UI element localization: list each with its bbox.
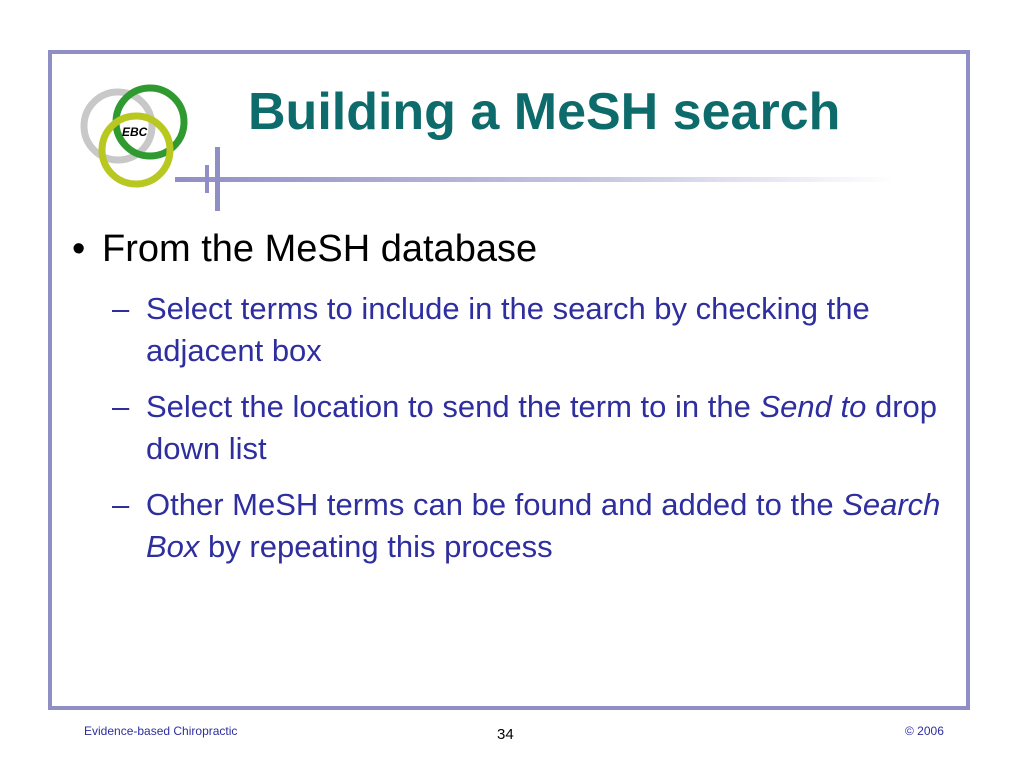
bullet-item: • From the MeSH database xyxy=(72,226,537,272)
sub-bullet-item: –Other MeSH terms can be found and added… xyxy=(112,484,942,568)
sub-bullet-emphasis: Search Box xyxy=(146,487,941,564)
sub-bullet-item: –Select terms to include in the search b… xyxy=(112,288,942,372)
bullet-marker: • xyxy=(72,228,86,270)
sub-bullet-marker: – xyxy=(112,389,130,424)
sub-bullet-emphasis: Send to xyxy=(759,389,867,424)
sub-bullet-item: –Select the location to send the term to… xyxy=(112,386,942,470)
sub-bullet-text-tail: drop down list xyxy=(146,389,938,466)
slide-title: Building a MeSH search xyxy=(248,83,841,141)
sub-bullet-list: –Select terms to include in the search b… xyxy=(112,288,942,582)
sub-bullet-text: Other MeSH terms can be found and added … xyxy=(146,487,843,522)
sub-bullet-text: Select the location to send the term to … xyxy=(146,389,760,424)
logo-text: EBC xyxy=(122,125,148,139)
sub-bullet-marker: – xyxy=(112,487,130,522)
footer-course-name: Evidence-based Chiropractic xyxy=(84,724,238,738)
ebc-logo-rings-icon: EBC xyxy=(80,84,188,188)
footer-copyright: © 2006 xyxy=(905,724,944,738)
ebc-logo: EBC xyxy=(78,84,194,190)
title-rule xyxy=(175,145,895,215)
sub-bullet-text-tail: by repeating this process xyxy=(199,529,553,564)
slide-frame xyxy=(48,50,970,710)
footer-page-number: 34 xyxy=(497,726,514,743)
sub-bullet-text: Select terms to include in the search by… xyxy=(146,291,870,368)
bullet-text: From the MeSH database xyxy=(102,228,538,270)
sub-bullet-marker: – xyxy=(112,291,130,326)
